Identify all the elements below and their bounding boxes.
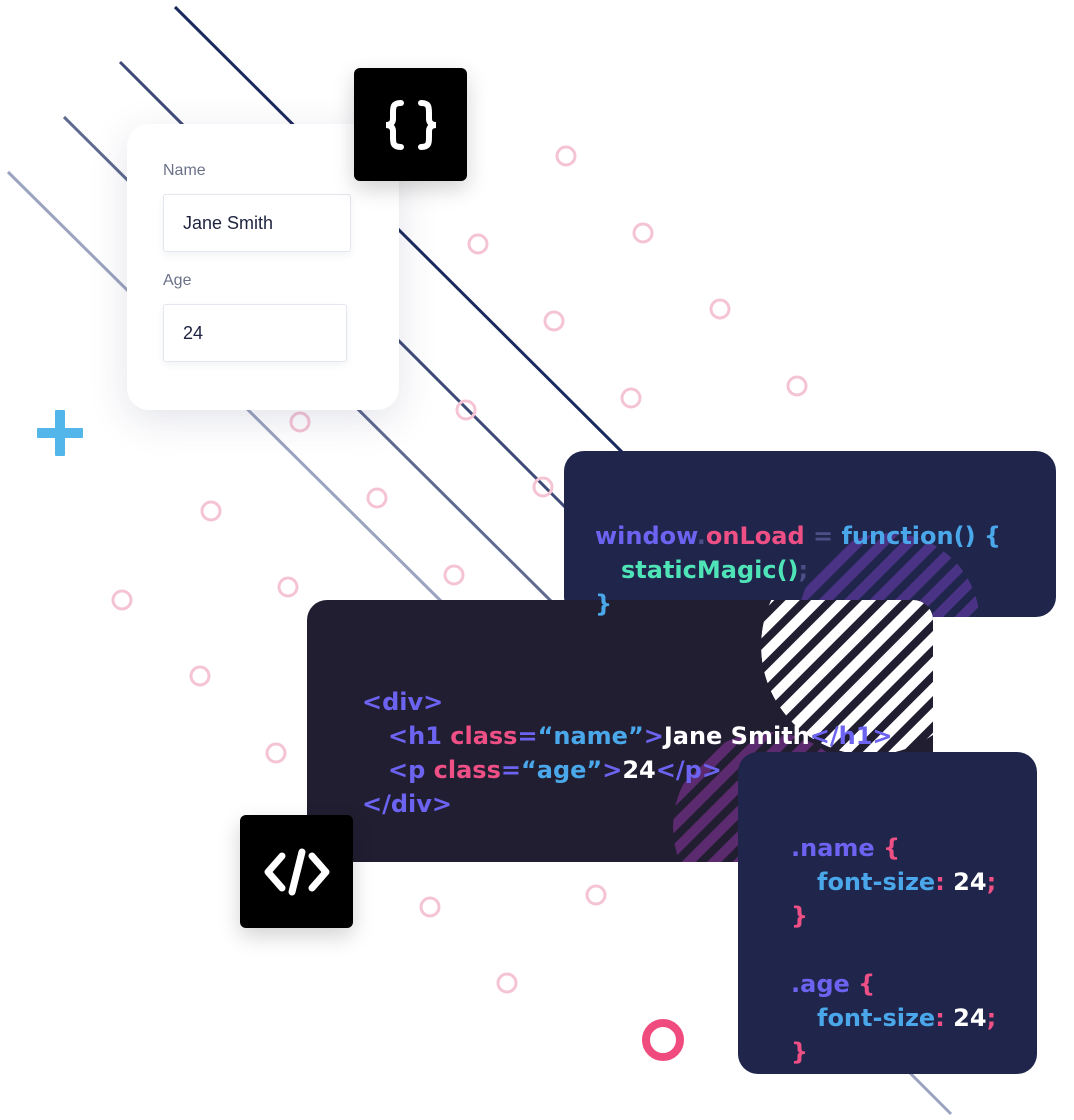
decorative-circle [277,576,299,598]
code-token: function() { [841,522,1001,550]
code-token: : [935,1004,954,1032]
code-token: age [536,756,587,784]
code-line: } [595,587,1001,617]
decorative-circles [111,145,808,994]
decorative-circle [111,589,133,611]
decorative-circle [555,145,577,167]
decorative-circle [366,487,388,509]
code-token: .name [791,834,875,862]
code-token: 24 [953,1004,987,1032]
code-blank-line [791,933,996,967]
name-input[interactable]: Jane Smith [163,194,351,252]
css-code-card: .name {font-size: 24;} .age {font-size: … [738,752,1037,1074]
name-label: Name [163,162,206,179]
code-token: font-size [817,868,936,896]
code-token: <p [388,756,434,784]
code-token: ” [586,756,603,784]
decorative-circle [585,884,607,906]
decorative-circle [467,233,489,255]
code-token: = [500,756,521,784]
diagonal-line [908,1071,953,1116]
code-line: </div> [362,787,893,821]
code-line: staticMagic(); [595,553,1001,587]
diagonal-line [173,5,627,457]
decorative-circle [200,500,222,522]
decorative-circle [532,476,554,498]
decorative-circle [419,896,441,918]
code-tag-icon [264,848,329,895]
js-code: window.onLoad = function() {staticMagic(… [595,485,1001,617]
code-token: </p> [655,756,722,784]
accent-ring [642,1019,684,1061]
decorative-circle [543,310,565,332]
code-line: <div> [362,685,893,719]
js-code-card: window.onLoad = function() {staticMagic(… [564,451,1056,617]
plus-icon [37,410,83,456]
html-code-card: <div><h1 class=“name”>Jane Smith</h1><p … [307,600,933,862]
code-line: <p class=“age”>24</p> [362,753,893,787]
decorative-circle [265,742,287,764]
html-code: <div><h1 class=“name”>Jane Smith</h1><p … [362,651,893,821]
braces-icon [385,99,436,150]
code-token: { [849,970,876,998]
code-token: </div> [362,790,453,818]
code-line: } [791,899,996,933]
braces-tile [354,68,467,181]
code-line: } [791,1035,996,1069]
code-line: <h1 class=“name”>Jane Smith</h1> [362,719,893,753]
decorative-circle [289,411,311,433]
code-token: onLoad [705,522,805,550]
code-token: : [935,868,954,896]
code-token: staticMagic() [621,556,799,584]
code-line: font-size: 24; [791,1001,996,1035]
decorative-circle [632,222,654,244]
code-token: = [517,722,538,750]
form-card: Name Jane Smith Age 24 [127,124,399,410]
code-token: ” [627,722,644,750]
code-line: font-size: 24; [791,865,996,899]
code-line: window.onLoad = function() { [595,519,1001,553]
age-label: Age [163,272,192,289]
code-token: “ [537,722,554,750]
code-token: name [553,722,628,750]
code-token: } [595,590,613,617]
decorative-circle [709,298,731,320]
code-token: > [643,722,664,750]
code-token: Jane Smith [663,722,810,750]
decorative-circle [189,665,211,687]
code-token: . [696,522,706,550]
code-line: .name { [791,831,996,865]
code-token: 24 [622,756,656,784]
code-tag-tile [240,815,353,928]
code-token: } [791,1038,809,1066]
code-token: </h1> [809,722,893,750]
code-token: ; [986,868,997,896]
code-token: .age [791,970,850,998]
code-token: window [595,522,697,550]
code-token: = [804,522,842,550]
code-line: .age { [791,967,996,1001]
code-token: “ [520,756,537,784]
code-token: <h1 [388,722,451,750]
css-code: .name {font-size: 24;} .age {font-size: … [791,797,996,1069]
code-token: 24 [953,868,987,896]
code-token: ; [986,1004,997,1032]
decorative-circle [496,972,518,994]
code-token: ; [798,556,809,584]
code-token: class [433,756,501,784]
code-token: class [450,722,518,750]
decorative-circle [443,564,465,586]
code-token: { [874,834,901,862]
decorative-circle [455,399,477,421]
age-input[interactable]: 24 [163,304,347,362]
decorative-circle [620,387,642,409]
code-token: > [602,756,623,784]
code-token: <div> [362,688,444,716]
code-token: } [791,902,809,930]
code-token: font-size [817,1004,936,1032]
decorative-circle [786,375,808,397]
